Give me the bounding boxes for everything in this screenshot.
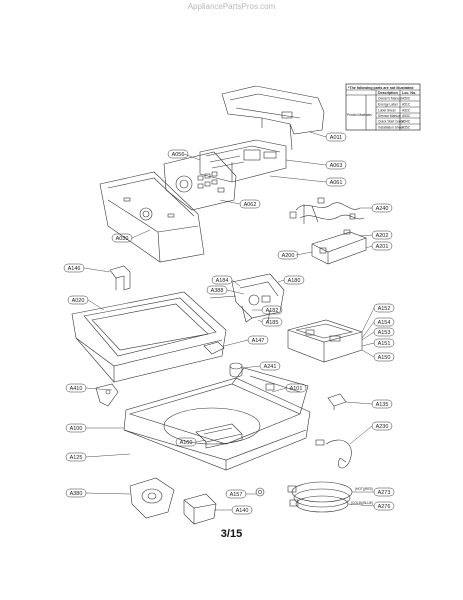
switch-part (195, 423, 243, 449)
table-row-loc: A51C (402, 103, 411, 107)
callout-a202: A202 (376, 233, 389, 239)
table-row-desc: Service Manual (378, 114, 401, 118)
table-row-loc: A52C (402, 109, 411, 113)
hose-hot-label: (HOT)(RED) (355, 487, 373, 491)
module-bracket-part (311, 229, 367, 265)
callout-a062: A062 (244, 202, 257, 208)
callout-a100: A100 (70, 426, 83, 432)
callout-a063: A063 (330, 163, 343, 169)
callout-a135: A135 (376, 402, 389, 408)
callout-a056: A056 (172, 152, 185, 158)
table-row-desc: Quick Start Guide (378, 120, 404, 124)
callout-a180: A180 (288, 278, 301, 284)
motor-part (183, 493, 217, 525)
callout-a230: A230 (376, 424, 389, 430)
callout-a380: A380 (70, 491, 83, 497)
callout-a125: A125 (70, 455, 83, 461)
callout-a154: A154 (378, 320, 391, 326)
lid-lock-part (209, 273, 285, 323)
clip-part (327, 393, 347, 410)
not-illustrated-table (345, 83, 421, 131)
callout-a153: A153 (378, 330, 391, 336)
top-cover-part (123, 367, 311, 471)
table-col-description: Description (378, 91, 398, 95)
corner-bracket-part (95, 383, 119, 407)
leader-lines (83, 131, 375, 511)
callout-a410: A410 (70, 386, 83, 392)
table-row-loc: A50C (402, 97, 411, 101)
callout-a273: A273 (378, 490, 391, 496)
callout-a157: A157 (230, 492, 243, 498)
callout-boxes (63, 132, 395, 515)
power-cord-part (315, 439, 352, 469)
callout-a011: A011 (330, 135, 342, 141)
small-bracket-part (203, 341, 225, 355)
callout-labels: A011 A056 A063 A061 A062 A030 A240 A202 … (68, 135, 391, 514)
table-row-loc: A53C (402, 114, 411, 118)
control-housing-part (221, 85, 325, 151)
callout-a030: A030 (116, 236, 129, 242)
button-panel-part (163, 151, 237, 211)
pcb-assembly-part (199, 139, 287, 183)
callout-a150: A150 (378, 355, 391, 361)
callout-a140: A140 (236, 508, 249, 514)
table-row-desc: Energy Label (378, 103, 398, 107)
lid-part (71, 291, 227, 383)
site-watermark: AppliancePartsPros.com (187, 2, 276, 11)
table-row-loc: A55C (402, 125, 411, 129)
callout-a151: A151 (378, 341, 391, 347)
table-row-desc: Owner's Manual (378, 97, 402, 101)
callout-a182: A182 (266, 308, 279, 314)
table-row-desc: Label Sheet (378, 109, 396, 113)
callout-a241: A241 (264, 364, 277, 370)
page-number: 3/15 (220, 528, 243, 540)
callout-a240: A240 (376, 206, 389, 212)
callout-a160: A160 (180, 440, 193, 446)
callout-a388: A388 (211, 288, 224, 294)
callout-a147: A147 (252, 338, 265, 344)
control-panel-part (99, 171, 205, 263)
callout-a020: A020 (72, 298, 85, 304)
wire-harness-part (289, 197, 365, 224)
callout-a185: A185 (266, 320, 279, 326)
table-group-label: Printed Materials (347, 113, 372, 117)
table-title: *The following parts are not illustrated (348, 86, 414, 90)
callout-a101: A101 (290, 386, 303, 392)
hose-cold-label: (COLD)(BLUE) (351, 501, 373, 505)
table-col-loc: Loc. No. (402, 91, 416, 95)
table-row-desc: Installation Sheet (378, 125, 403, 129)
callout-a146: A146 (68, 266, 81, 272)
hinge-bracket-part (109, 265, 131, 291)
not-illustrated-table-text: *The following parts are not illustrated… (347, 86, 416, 130)
dispenser-part (287, 319, 363, 363)
cap-part (229, 362, 243, 378)
callout-a200: A200 (282, 253, 295, 259)
knob-part (255, 487, 265, 497)
callout-a276: A276 (378, 504, 391, 510)
inlet-hoses-part (287, 481, 353, 513)
pump-part (129, 477, 175, 519)
table-row-loc: A54C (402, 120, 411, 124)
callout-a152: A152 (378, 306, 391, 312)
callout-a061: A061 (330, 180, 343, 186)
callout-a184: A184 (216, 278, 229, 284)
callout-a201: A201 (376, 244, 389, 250)
